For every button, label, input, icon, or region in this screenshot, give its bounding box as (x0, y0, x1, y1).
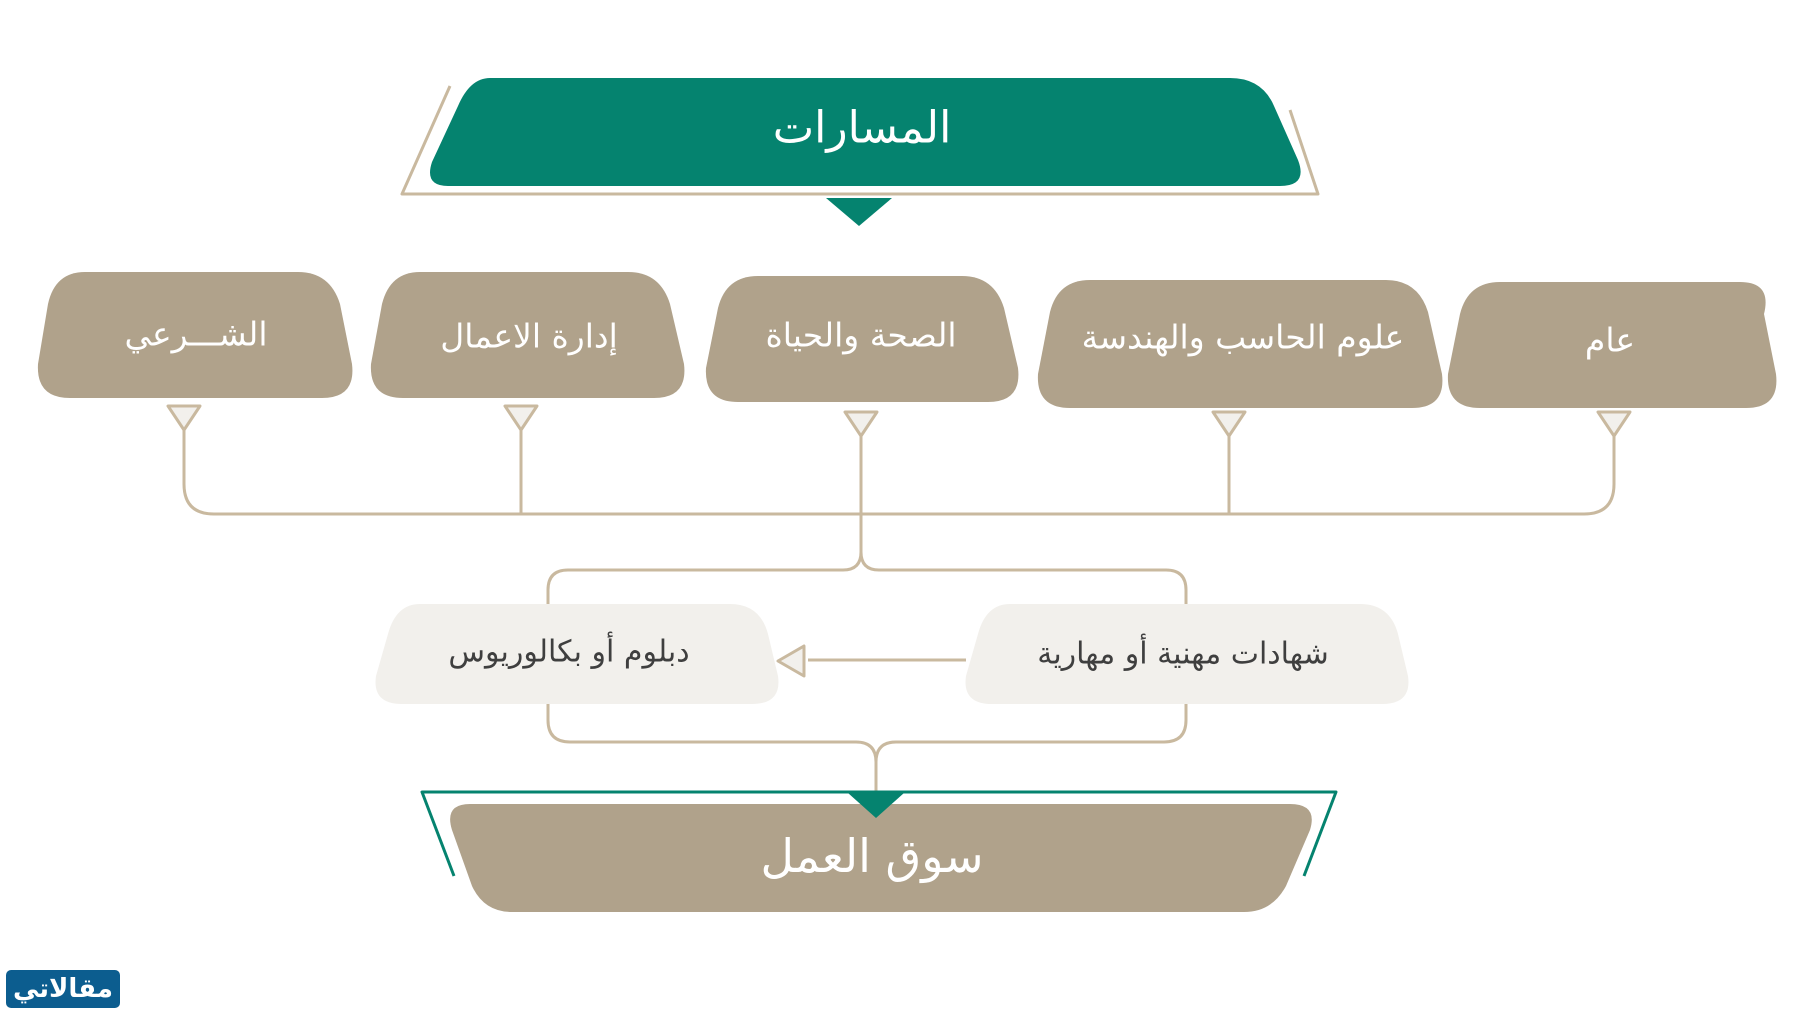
path-label: إدارة الاعمال (440, 317, 618, 357)
outcome-banner-outline (420, 790, 1338, 877)
path-general: عام (1447, 282, 1777, 408)
path-label: الشـــرعي (124, 315, 267, 354)
outcome-pointer (848, 793, 904, 818)
bottom-connectors (546, 704, 1188, 792)
arrow-sharia-icon (166, 404, 202, 432)
path-sharia: الشـــرعي (37, 272, 353, 398)
arrow-general-icon (1596, 410, 1632, 438)
top-connectors (182, 412, 1616, 604)
path-cs-eng: علوم الحاسب والهندسة (1037, 280, 1443, 408)
title-banner: المسارات (400, 78, 1320, 226)
outcome-banner-shape (450, 804, 1312, 912)
logo-text: مقالاتي (13, 974, 113, 1004)
option-certificates: شهادات مهنية أو مهارية (965, 604, 1409, 704)
outcome-banner: سوق العمل (420, 790, 1338, 912)
arrow-business-icon (503, 404, 539, 432)
arrow-cs-eng-icon (1211, 410, 1247, 438)
path-arrows (166, 404, 1632, 438)
option-degree: دبلوم أو بكالوريوس (375, 604, 779, 704)
arrow-left-icon (776, 644, 806, 678)
path-label: الصحة والحياة (765, 316, 956, 355)
title-label: المسارات (773, 103, 952, 154)
outcome-label: سوق العمل (760, 829, 983, 884)
options-connector (776, 644, 966, 678)
option-label: دبلوم أو بكالوريوس (448, 631, 689, 670)
option-label: شهادات مهنية أو مهارية (1037, 633, 1329, 672)
title-pointer (826, 198, 892, 226)
title-banner-shape (430, 78, 1301, 186)
path-label: عام (1585, 321, 1635, 360)
arrow-health-icon (843, 410, 879, 438)
path-label: علوم الحاسب والهندسة (1082, 318, 1405, 357)
site-logo: مقالاتي (6, 970, 120, 1008)
title-banner-outline (400, 85, 1320, 196)
path-health: الصحة والحياة (705, 276, 1019, 402)
path-business: إدارة الاعمال (370, 272, 685, 398)
